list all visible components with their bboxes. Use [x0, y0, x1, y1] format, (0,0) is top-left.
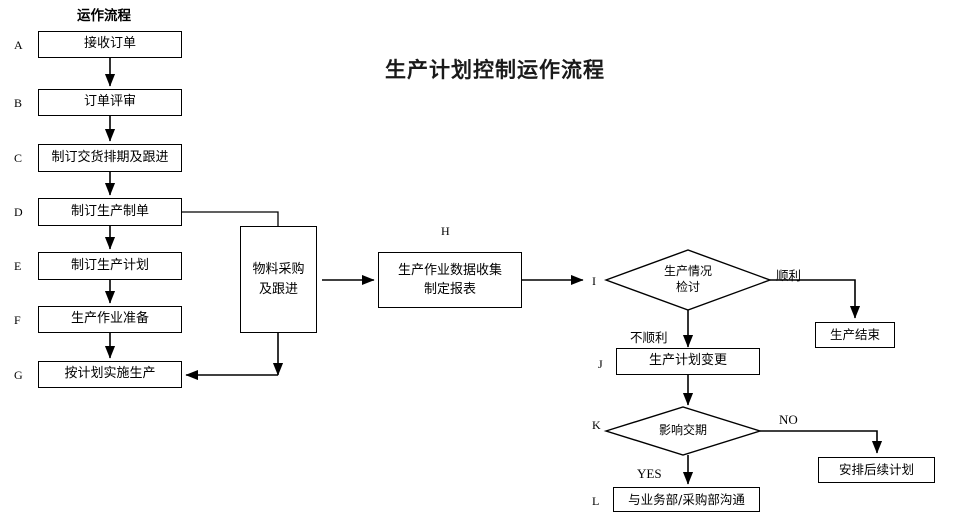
- node-e-production-plan[interactable]: 制订生产计划: [38, 252, 182, 280]
- step-tag-i: I: [592, 274, 596, 288]
- node-i-production-review[interactable]: 生产情况 检讨: [606, 250, 770, 310]
- step-tag-d: D: [14, 205, 23, 219]
- column-header: 运作流程: [77, 8, 131, 24]
- node-production-end[interactable]: 生产结束: [815, 322, 895, 348]
- step-tag-h: H: [441, 224, 450, 238]
- edge-label-smooth: 顺利: [776, 268, 802, 283]
- step-tag-a: A: [14, 38, 23, 52]
- node-k-label: 影响交期: [658, 423, 707, 438]
- step-tag-c: C: [14, 151, 23, 165]
- node-a-receive-order[interactable]: 接收订单: [38, 31, 182, 58]
- node-k-text: 影响交期: [606, 407, 760, 455]
- step-tag-k: K: [592, 418, 601, 432]
- node-d-production-order[interactable]: 制订生产制单: [38, 198, 182, 226]
- node-c-delivery-schedule[interactable]: 制订交货排期及跟进: [38, 144, 182, 172]
- node-h-label-line2: 制定报表: [423, 282, 476, 297]
- node-l-communicate[interactable]: 与业务部/采购部沟通: [613, 487, 760, 512]
- node-k-affects-delivery[interactable]: 影响交期: [606, 407, 760, 455]
- edge-d-to-material: [182, 211, 279, 226]
- node-h-label-line1: 生产作业数据收集: [397, 262, 502, 278]
- step-tag-f: F: [14, 313, 21, 327]
- node-h-data-collection[interactable]: 生产作业数据收集 制定报表: [378, 252, 522, 308]
- edge-label-no: NO: [779, 412, 798, 427]
- edge-i-smooth-to-end: [770, 279, 861, 319]
- edge-label-yes: YES: [637, 466, 662, 481]
- node-arrange-followup-plan[interactable]: 安排后续计划: [818, 457, 935, 483]
- material-label-line1: 物料采购: [252, 262, 305, 277]
- material-label-line2: 及跟进: [258, 281, 298, 297]
- step-tag-l: L: [592, 494, 600, 508]
- node-j-plan-change[interactable]: 生产计划变更: [616, 348, 760, 375]
- node-b-order-review[interactable]: 订单评审: [38, 89, 182, 116]
- step-tag-b: B: [14, 96, 23, 110]
- edge-k-no-to-followup: [760, 430, 883, 454]
- step-tag-e: E: [14, 259, 22, 273]
- node-f-production-prep[interactable]: 生产作业准备: [38, 306, 182, 333]
- step-tag-j: J: [598, 357, 603, 371]
- node-i-text: 生产情况 检讨: [606, 250, 770, 310]
- step-tag-g: G: [14, 368, 23, 382]
- node-i-label-line1: 生产情况: [663, 264, 712, 279]
- node-g-execute-plan[interactable]: 按计划实施生产: [38, 361, 182, 388]
- page-title: 生产计划控制运作流程: [385, 58, 605, 82]
- node-material-procurement[interactable]: 物料采购 及跟进: [240, 226, 317, 333]
- edge-label-not-smooth: 不顺利: [630, 330, 668, 345]
- node-i-label-line2: 检讨: [675, 280, 700, 294]
